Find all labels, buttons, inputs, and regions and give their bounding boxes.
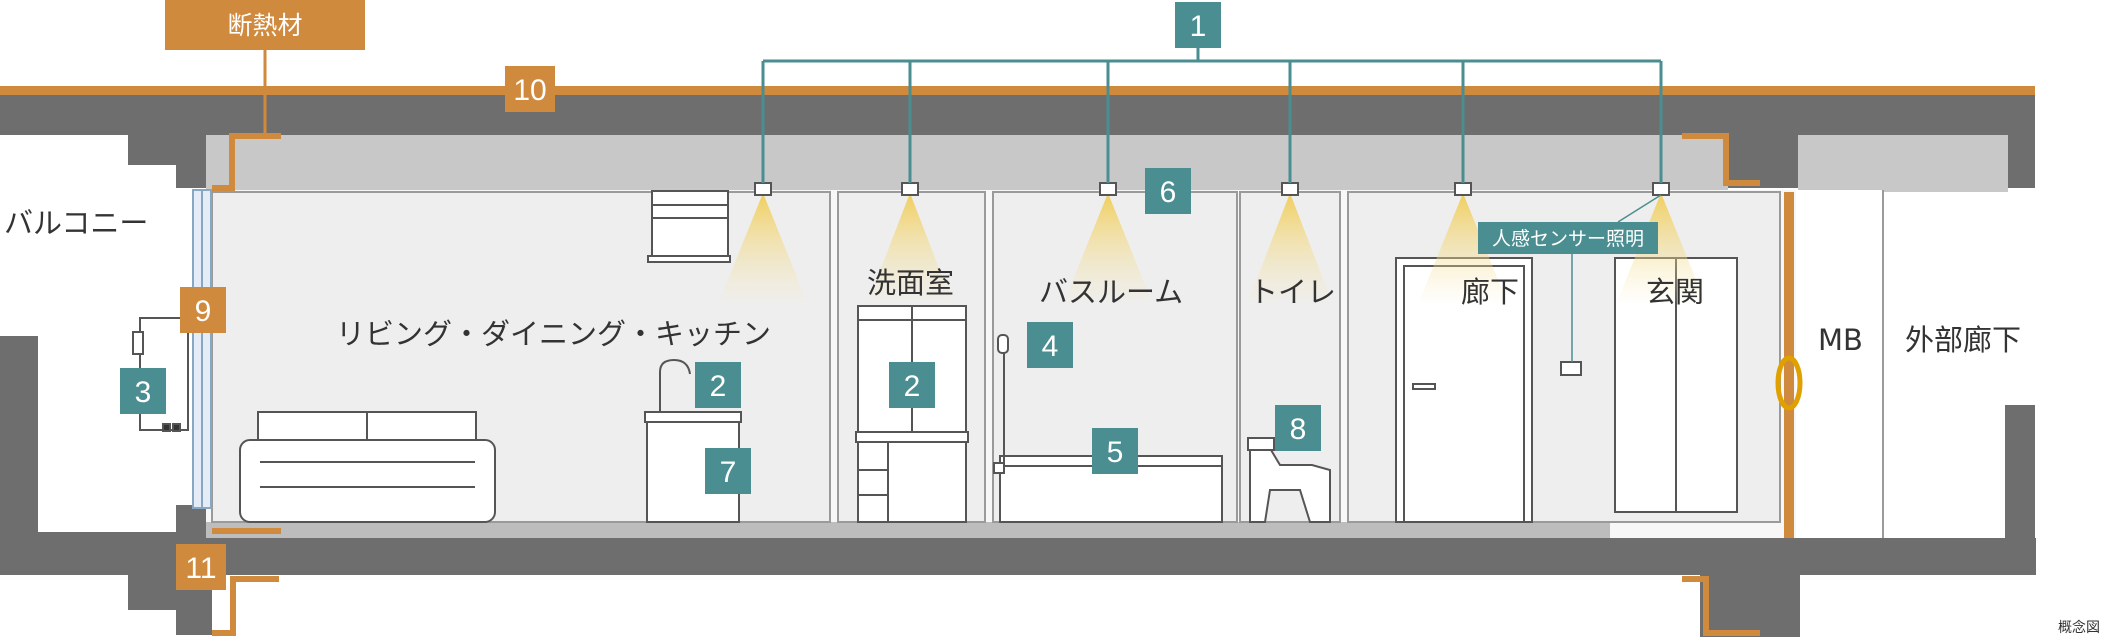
- vanity-unit: [855, 305, 969, 523]
- far-right-upper-wall: [2008, 130, 2035, 188]
- svg-text:5: 5: [1107, 436, 1124, 469]
- ceiling-downlight-icon: [754, 182, 772, 196]
- badge-1: 1: [1175, 2, 1221, 48]
- number-badges: 1 10 6 9 3 2 2 4: [120, 2, 1321, 590]
- insulation-tag: 断熱材: [165, 0, 365, 50]
- insulation: [0, 86, 2035, 636]
- floor-raised-layer: [206, 522, 1610, 538]
- sensor-light-tag-text: 人感センサー照明: [1492, 228, 1644, 250]
- badge-4: 4: [1027, 322, 1073, 368]
- mb-pipe: [1784, 192, 1794, 538]
- light-connectors: [761, 45, 1663, 362]
- ceiling-void-right: [1798, 135, 2008, 192]
- left-lower-beam-step: [128, 575, 178, 610]
- insulation-tag-text: 断熱材: [227, 11, 302, 40]
- range-hood: [647, 190, 731, 263]
- left-upper-beam-step: [128, 130, 178, 165]
- room-label-mb: MB: [1818, 323, 1863, 357]
- sensor-light-tag: 人感センサー照明: [1478, 222, 1658, 254]
- ceiling-downlight-icon: [1652, 182, 1670, 196]
- concept-note: 概念図: [2058, 619, 2100, 636]
- svg-text:7: 7: [720, 456, 737, 489]
- floor-slab: [176, 538, 2036, 575]
- sofa: [239, 411, 496, 523]
- outer-corridor-wall: [2005, 405, 2035, 575]
- concrete-structure: [0, 95, 2036, 637]
- room-label-washroom: 洗面室: [867, 266, 954, 300]
- roof-slab: [0, 95, 2035, 135]
- ceiling-void: [206, 135, 1728, 192]
- svg-text:6: 6: [1160, 176, 1177, 209]
- badge-7: 7: [705, 448, 751, 494]
- room-label-ldk: リビング・ダイニング・キッチン: [336, 317, 771, 351]
- ceiling-downlight-icon: [1454, 182, 1472, 196]
- badge-3: 3: [120, 368, 166, 414]
- toilet-bowl: [1247, 437, 1331, 523]
- mb-space: [1796, 190, 1882, 538]
- room-label-bathroom: バスルーム: [1039, 275, 1183, 309]
- svg-text:9: 9: [195, 295, 212, 328]
- balcony-wall: [0, 336, 38, 536]
- badge-11: 11: [176, 544, 226, 590]
- right-lower-beam: [1700, 570, 1800, 637]
- svg-text:10: 10: [513, 74, 546, 107]
- light-beams: [719, 193, 1705, 302]
- badge-2-kitchen: 2: [695, 362, 741, 408]
- svg-text:2: 2: [710, 370, 727, 403]
- badge-6: 6: [1145, 168, 1191, 214]
- room-labels: バルコニー リビング・ダイニング・キッチン 洗面室 バスルーム トイレ 廊下 玄…: [4, 206, 2021, 357]
- badge-2-washroom: 2: [889, 362, 935, 408]
- motion-sensor-icon: [1560, 361, 1582, 376]
- right-upper-beam: [1728, 130, 1798, 188]
- room-label-hallway: 廊下: [1461, 275, 1519, 309]
- badge-8: 8: [1275, 405, 1321, 451]
- room-label-balcony: バルコニー: [4, 206, 148, 240]
- badge-10: 10: [505, 66, 555, 112]
- ceiling-downlight-icon: [1281, 182, 1299, 196]
- svg-text:8: 8: [1290, 413, 1307, 446]
- room-label-entrance: 玄関: [1646, 275, 1704, 309]
- roof-insulation: [0, 86, 2035, 95]
- svg-text:3: 3: [135, 376, 152, 409]
- left-upper-beam: [176, 130, 206, 188]
- svg-text:4: 4: [1042, 330, 1059, 363]
- window: [192, 189, 212, 509]
- mb-pipe-joint: [1775, 355, 1803, 411]
- badge-9: 9: [180, 287, 226, 333]
- svg-text:2: 2: [904, 370, 921, 403]
- balcony-slab: [0, 532, 178, 575]
- room-label-outer-corridor: 外部廊下: [1905, 323, 2021, 357]
- room-label-toilet: トイレ: [1249, 275, 1336, 309]
- svg-text:1: 1: [1190, 10, 1207, 43]
- svg-text:11: 11: [185, 552, 216, 585]
- ceiling-downlight-icon: [1099, 182, 1117, 196]
- badge-5: 5: [1092, 428, 1138, 474]
- ceiling-downlight-icon: [901, 182, 919, 196]
